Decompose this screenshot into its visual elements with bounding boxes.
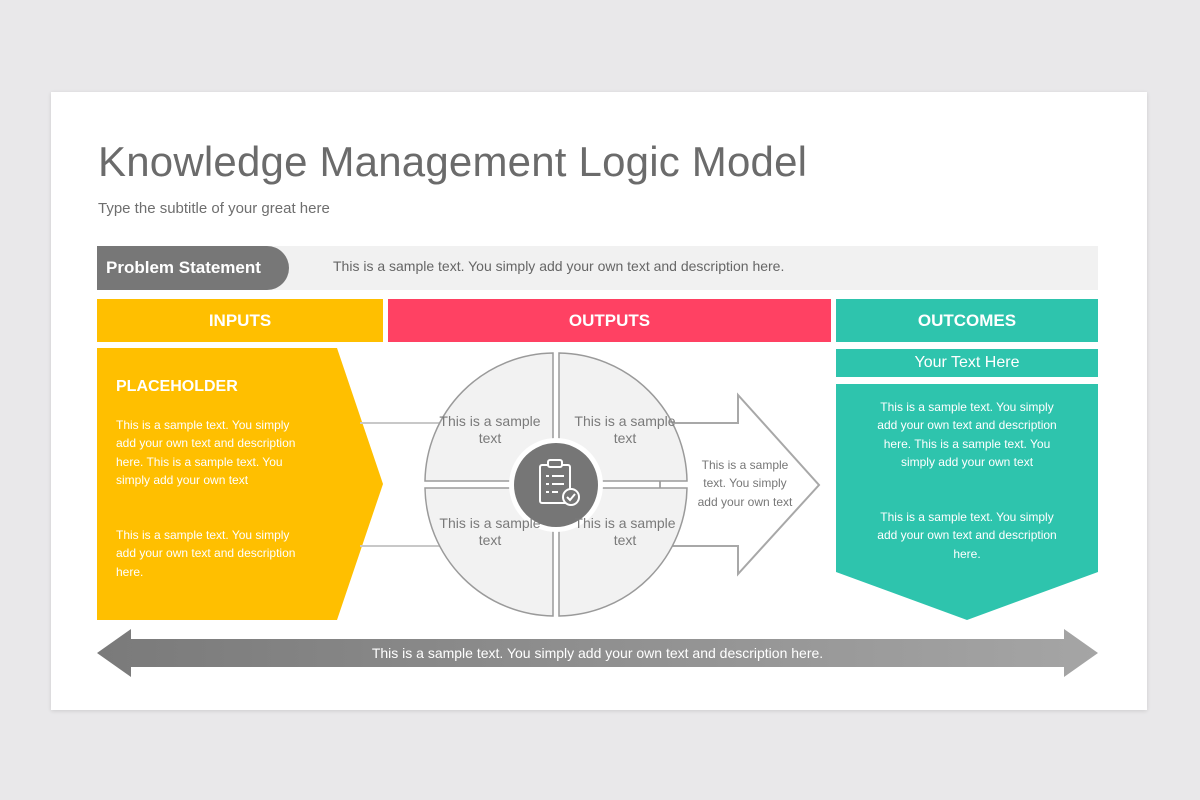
problem-statement-label: Problem Statement [97, 246, 289, 290]
inputs-header: INPUTS [97, 299, 383, 342]
clipboard-check-icon [539, 459, 580, 506]
quadrant-bottom-right-text: This is a sample text [574, 515, 676, 548]
quadrant-bottom-right [558, 487, 688, 617]
inputs-placeholder-heading: PLACEHOLDER [116, 378, 238, 395]
outputs-header-label: OUTPUTS [568, 310, 651, 330]
outcomes-header-label: OUTCOMES [917, 310, 1017, 330]
outputs-header: OUTPUTS [388, 299, 831, 342]
quadrant-bottom-left [424, 487, 554, 617]
outcomes-paragraph-1: This is a sample text. You simply add yo… [877, 400, 1057, 469]
bottom-arrow-text: This is a sample text. You simply add yo… [371, 645, 824, 661]
page-subtitle: Type the subtitle of your great here [98, 200, 330, 217]
outcomes-paragraph-2: This is a sample text. You simply add yo… [877, 510, 1057, 561]
inputs-paragraph-1: This is a sample text. You simply add yo… [116, 418, 296, 487]
outcomes-header: OUTCOMES [836, 299, 1098, 342]
quadrant-top-left [424, 352, 554, 482]
quadrant-top-left-text: This is a sample text [439, 413, 541, 446]
outcomes-banner-panel [836, 384, 1098, 620]
quadrant-top-right [558, 352, 688, 482]
quadrant-top-right-text: This is a sample text [574, 413, 676, 446]
quadrant-bottom-left-text: This is a sample text [439, 515, 541, 548]
inputs-paragraph-2: This is a sample text. You simply add yo… [116, 528, 296, 579]
inputs-header-label: INPUTS [208, 310, 272, 330]
outcomes-subheader: Your Text Here [836, 349, 1098, 377]
problem-statement-text: This is a sample text. You simply add yo… [333, 258, 785, 274]
outputs-arrow-text: This is a sample text. You simply add yo… [697, 458, 793, 509]
page-title: Knowledge Management Logic Model [98, 138, 808, 185]
inputs-chevron-panel [97, 348, 383, 620]
bottom-double-arrow [97, 629, 1098, 677]
